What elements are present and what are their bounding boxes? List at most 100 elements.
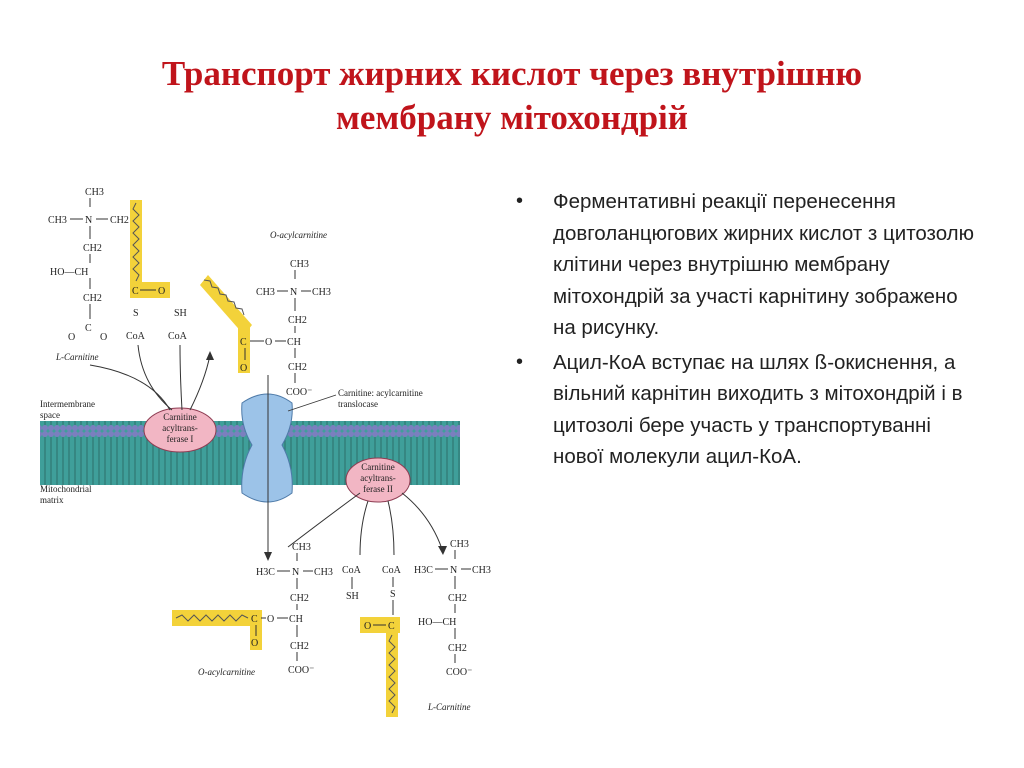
svg-text:CH2: CH2 [83,293,102,304]
o-acylcarnitine-top: C O O CH CH3 CH3 N CH3 CH2 CH2 COO⁻ [240,259,331,398]
acyl-coa-bottom: CoA S O C [364,565,402,632]
cat1-label-2: acyltrans- [162,423,197,433]
svg-text:O: O [100,332,107,343]
bullet-item-2: • Ацил-КоА вступає на шлях ß-окиснення, а… [512,347,982,473]
intermembrane-label-1: Intermembrane [40,399,95,409]
acyl-chain-zigzag-2 [203,279,245,316]
svg-text:COO⁻: COO⁻ [446,667,472,678]
bullet-item-1: • Ферментативні реакції перенесення довго… [512,186,982,344]
acyl-chain-highlight-4 [386,617,398,717]
matrix-label-2: matrix [40,495,64,505]
svg-text:C: C [240,337,247,348]
svg-text:CH3: CH3 [472,565,491,576]
bullet-dot-icon: • [516,350,524,373]
svg-text:CH3: CH3 [256,287,275,298]
carnitine-shuttle-diagram: Carnitine acyltrans- ferase I Carnitine … [40,187,491,717]
cat1-arrow-out [189,354,211,411]
svg-text:CH: CH [287,337,301,348]
svg-text:N: N [290,287,297,298]
svg-text:CH2: CH2 [290,593,309,604]
svg-text:C: C [85,323,92,334]
svg-text:HO—CH: HO—CH [50,267,88,278]
bullet-list: • Ферментативні реакції перенесення довго… [512,186,982,476]
acyl-chain-zigzag-1 [132,202,140,282]
cat2-label-1: Carnitine [361,462,395,472]
matrix-label-1: Mitochondrial [40,484,92,494]
svg-text:CH2: CH2 [448,643,467,654]
o-acylcarnitine-bottom: C O O CH CH3 H3C N CH3 CH2 CH2 COO⁻ [251,542,333,676]
svg-text:CoA: CoA [342,565,362,576]
svg-text:H3C: H3C [414,565,433,576]
svg-text:O: O [240,363,247,374]
title-line-1: Транспорт жирних кислот через внутрішню [161,54,863,93]
cat1-label-3: ferase I [167,434,194,444]
bullet-text-2: Ацил-КоА вступає на шлях ß-окиснення, а … [553,350,963,469]
l-carnitine-bottom-label: L-Carnitine [427,702,471,712]
svg-text:S: S [133,308,139,319]
svg-text:CH3: CH3 [450,539,469,550]
svg-text:CH2: CH2 [288,315,307,326]
svg-text:O: O [158,286,165,297]
svg-text:CH2: CH2 [288,362,307,373]
cat1-arrow-coa [137,344,173,411]
acyl-carbonyl-highlight-2 [238,323,250,373]
l-carnitine-top: CH3 CH3 N CH2 CH2 HO—CH CH2 C O O L-Carn… [48,187,129,362]
svg-text:C: C [251,614,258,625]
svg-text:S: S [390,589,396,600]
svg-text:O: O [364,621,371,632]
cat2-arrow-coa [359,500,369,556]
svg-text:CH3: CH3 [290,259,309,270]
svg-text:COO⁻: COO⁻ [288,665,314,676]
cat1-arrow-in [89,364,171,411]
svg-text:CH3: CH3 [314,567,333,578]
svg-text:N: N [292,567,299,578]
bullet-dot-icon: • [516,190,524,212]
carnitine-acyltransferase-2 [345,457,411,503]
slide-title: Транспорт жирних кислот через внутрішню … [0,52,1024,140]
l-carnitine-bottom: CH3 H3C N CH3 CH2 HO—CH CH2 COO⁻ L-Carni… [414,539,491,712]
cat2-arrow-s [387,500,395,556]
acyl-chain-highlight-2 [200,275,252,335]
svg-text:CoA: CoA [126,331,146,342]
acyl-chain-highlight-3 [172,610,262,626]
cat2-arrow-out [401,492,443,550]
translocase-pointer [287,394,337,412]
title-line-2: мембрану мітохондрій [336,98,688,137]
bullet-text-1: Ферментативні реакції перенесення довгол… [553,190,975,339]
svg-text:SH: SH [174,308,187,319]
translocase-protein [241,393,293,503]
svg-text:CH3: CH3 [292,542,311,553]
svg-text:C: C [388,621,395,632]
svg-text:CoA: CoA [382,565,402,576]
svg-text:CH2: CH2 [290,641,309,652]
svg-text:O: O [267,614,274,625]
o-acylcarnitine-top-label: O-acylcarnitine [270,230,327,240]
acyl-chain-zigzag-3 [175,614,249,622]
svg-text:N: N [85,215,92,226]
svg-text:CH2: CH2 [83,243,102,254]
translocase-label-1: Carnitine: acylcarnitine [338,388,423,398]
svg-text:C: C [132,286,139,297]
l-carnitine-top-label: L-Carnitine [55,352,99,362]
svg-text:CoA: CoA [168,331,188,342]
svg-text:CH2: CH2 [110,215,129,226]
cat1-label-1: Carnitine [163,412,197,422]
o-acylcarnitine-bottom-label: O-acylcarnitine [198,667,255,677]
svg-text:HO—CH: HO—CH [418,617,456,628]
svg-text:O: O [68,332,75,343]
svg-text:O: O [251,638,258,649]
svg-text:H3C: H3C [256,567,275,578]
svg-text:SH: SH [346,591,359,602]
svg-text:CH3: CH3 [312,287,331,298]
cat2-label-3: ferase II [363,484,393,494]
svg-text:CH: CH [289,614,303,625]
svg-text:CH2: CH2 [448,593,467,604]
cat2-label-2: acyltrans- [360,473,395,483]
acyl-chain-highlight-1 [130,200,142,298]
translocase-label-2: translocase [338,399,378,409]
acyl-chain-zigzag-4 [388,634,396,714]
svg-text:O: O [265,337,272,348]
cat1-arrow-sh [179,344,183,411]
svg-text:N: N [450,565,457,576]
svg-text:CH3: CH3 [85,187,104,198]
